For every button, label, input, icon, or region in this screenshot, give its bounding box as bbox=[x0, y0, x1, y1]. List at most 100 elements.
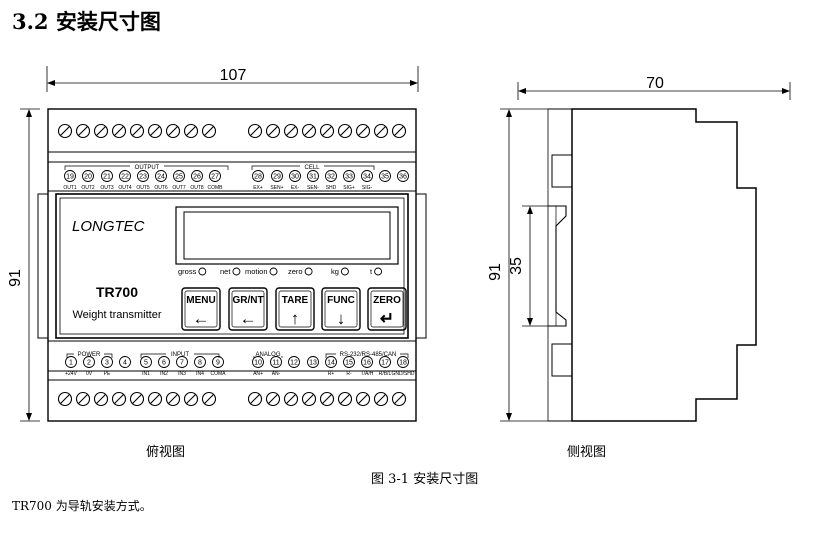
model-label: TR700 bbox=[96, 284, 138, 300]
key-zero-button[interactable]: ZERO↵ bbox=[367, 287, 407, 331]
terminal-circle bbox=[176, 356, 188, 368]
terminal-number: 19 bbox=[66, 174, 74, 181]
terminal-circle bbox=[101, 356, 113, 368]
indicator-t: t bbox=[370, 267, 373, 276]
button-row: MENU← GR/NT ← TARE↑FUNC↓ZERO↵ bbox=[181, 287, 407, 331]
terminal-screw bbox=[265, 123, 281, 139]
terminal-number: 14 bbox=[327, 360, 335, 367]
terminal-number: 7 bbox=[180, 360, 184, 367]
terminal-circle bbox=[191, 170, 203, 182]
dimension-height-label: 91 bbox=[7, 269, 24, 287]
terminal-label: IN3 bbox=[178, 371, 186, 377]
terminal-label: +24V bbox=[65, 371, 77, 377]
indicator-led bbox=[198, 267, 207, 276]
indicator-kg: kg bbox=[331, 267, 339, 276]
terminal-label: GND/SHD bbox=[391, 371, 414, 377]
terminal-screw bbox=[111, 391, 127, 407]
terminal-circle bbox=[140, 356, 152, 368]
terminal-number: 18 bbox=[399, 360, 407, 367]
terminal-screw bbox=[265, 391, 281, 407]
terminal-number: 31 bbox=[309, 174, 317, 181]
terminal-number: 2 bbox=[87, 360, 91, 367]
top-screw-row bbox=[57, 123, 407, 139]
terminal-label: R- bbox=[346, 371, 352, 377]
terminal-screw bbox=[75, 391, 91, 407]
terminal-circle bbox=[158, 356, 170, 368]
terminal-number: 25 bbox=[175, 174, 183, 181]
terminal-label: IN4 bbox=[196, 371, 204, 377]
side-view: 70 91 35 bbox=[487, 75, 791, 422]
terminal-number: 17 bbox=[381, 360, 389, 367]
terminal-number: 36 bbox=[399, 174, 407, 181]
cell-group-label: CELL bbox=[304, 165, 320, 171]
terminal-circle bbox=[325, 170, 337, 182]
terminal-label: IN2 bbox=[160, 371, 168, 377]
key-menu-button[interactable]: MENU← bbox=[181, 287, 221, 331]
key-tare-button[interactable]: TARE↑ bbox=[275, 287, 315, 331]
arrow-icon: ← bbox=[240, 309, 257, 328]
arrow-icon: ↵ bbox=[380, 309, 394, 328]
terminal-label: SHD bbox=[326, 185, 337, 191]
terminal-screw bbox=[165, 123, 181, 139]
terminal-number: 32 bbox=[327, 174, 335, 181]
terminal-label: SIG+ bbox=[343, 185, 355, 191]
terminal-screw bbox=[57, 391, 73, 407]
terminal-label: OUT7 bbox=[172, 185, 186, 191]
terminal-circle bbox=[271, 170, 283, 182]
terminal-screw bbox=[355, 391, 371, 407]
terminal-number: 10 bbox=[254, 360, 262, 367]
key-func-button[interactable]: FUNC↓ bbox=[321, 287, 361, 331]
terminal-label: IN1 bbox=[142, 371, 150, 377]
key-label: GR/NT bbox=[232, 295, 263, 306]
terminal-circle bbox=[194, 356, 206, 368]
terminal-circle bbox=[101, 170, 113, 182]
terminal-circle bbox=[137, 170, 149, 182]
terminal-label: EX+ bbox=[253, 185, 263, 191]
terminal-number: 29 bbox=[273, 174, 281, 181]
terminal-screw bbox=[355, 123, 371, 139]
dimension-width-label: 107 bbox=[220, 67, 247, 84]
terminal-number: 21 bbox=[103, 174, 111, 181]
terminal-label: SIG- bbox=[362, 185, 373, 191]
terminal-circle bbox=[307, 356, 319, 368]
terminal-number: 35 bbox=[381, 174, 389, 181]
terminal-circle bbox=[252, 356, 264, 368]
terminal-number: 13 bbox=[309, 360, 317, 367]
terminal-screw bbox=[129, 123, 145, 139]
terminal-number: 20 bbox=[84, 174, 92, 181]
terminal-label: EX- bbox=[291, 185, 300, 191]
terminal-label: OUT2 bbox=[81, 185, 95, 191]
terminal-screw bbox=[283, 123, 299, 139]
terminal-number: 8 bbox=[198, 360, 202, 367]
terminal-number: 34 bbox=[363, 174, 371, 181]
indicator-net: net bbox=[220, 267, 231, 276]
terminal-number: 3 bbox=[105, 360, 109, 367]
terminal-label: PE bbox=[104, 371, 111, 377]
terminal-screw bbox=[93, 391, 109, 407]
terminal-circle bbox=[65, 356, 77, 368]
terminal-screw bbox=[129, 391, 145, 407]
terminal-circle bbox=[82, 170, 94, 182]
subtitle-label: Weight transmitter bbox=[72, 309, 161, 321]
terminal-label: R/B/L bbox=[379, 371, 392, 377]
terminal-label: OUT1 bbox=[63, 185, 77, 191]
terminal-screw bbox=[247, 391, 263, 407]
terminal-number: 24 bbox=[157, 174, 165, 181]
terminal-screw bbox=[391, 123, 407, 139]
terminal-circle bbox=[289, 170, 301, 182]
terminal-screw bbox=[247, 123, 263, 139]
terminal-screw bbox=[183, 391, 199, 407]
terminal-screw bbox=[319, 123, 335, 139]
terminal-screw bbox=[373, 391, 389, 407]
terminal-number: 5 bbox=[144, 360, 148, 367]
indicator-led bbox=[374, 267, 383, 276]
key-grnt-button[interactable]: GR/NT ← bbox=[228, 287, 268, 331]
terminal-number: 12 bbox=[290, 360, 298, 367]
figure-caption: 图 3-1 安装尺寸图 bbox=[371, 472, 479, 487]
terminal-number: 23 bbox=[139, 174, 147, 181]
dimension-depth-label: 70 bbox=[646, 75, 664, 92]
terminal-screw bbox=[283, 391, 299, 407]
terminal-circle bbox=[397, 170, 409, 182]
terminal-screw bbox=[391, 391, 407, 407]
